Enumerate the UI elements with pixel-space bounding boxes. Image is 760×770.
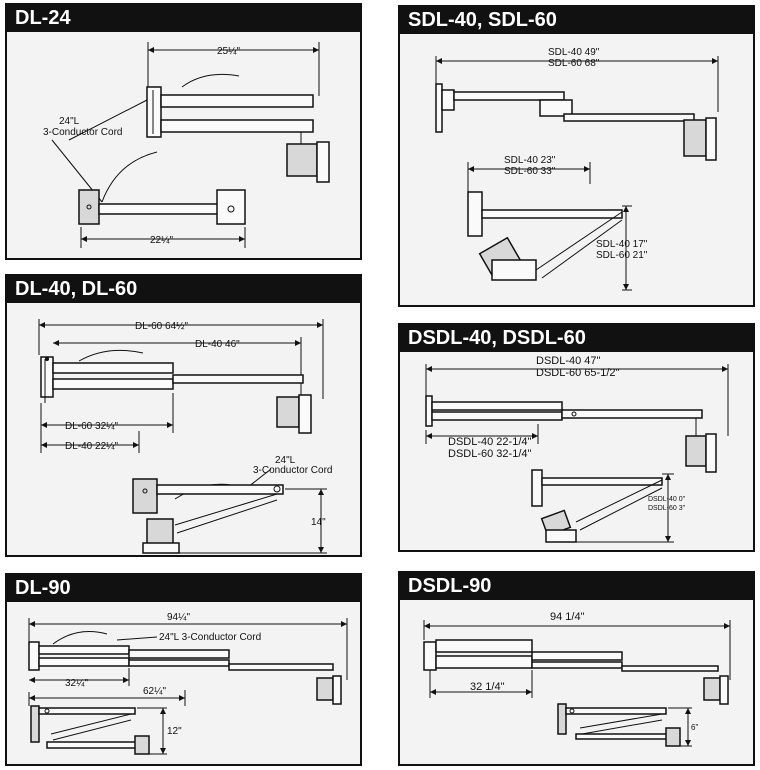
dsdl90-dim-height: 6" xyxy=(691,723,698,732)
dl90-dim-height: 12" xyxy=(167,726,182,737)
dsdl40-dim-right-2: DSDL-60 3" xyxy=(648,505,686,512)
dl90-dim-total: 94¼" xyxy=(167,611,190,623)
sdl40-dim-right-2: SDL-60 21" xyxy=(596,250,648,261)
sdl40-dim-right-1: SDL-40 17" xyxy=(596,239,648,250)
panel-title: SDL-40, SDL-60 xyxy=(400,7,753,34)
dsdl40-dim-mid-2: DSDL-60 32-1/4" xyxy=(448,448,531,460)
dl40-dim-dl60-arm: DL-60 32¼" xyxy=(65,420,118,432)
dsdl40-diagram: DSDL-40 47" DSDL-60 65-1/2" DSDL-40 22-1… xyxy=(425,355,729,543)
dsdl40-dim-mid-1: DSDL-40 22-1/4" xyxy=(448,436,531,448)
panel-title: DSDL-90 xyxy=(400,573,753,600)
dl40-dim-height: 14" xyxy=(311,517,326,528)
panel-title: DL-90 xyxy=(7,575,360,602)
dl24-cord-l1: 24"L xyxy=(59,116,80,127)
panel-dl90: DL-90 94¼" 24"L 3-Conductor Cord 32¼" 62… xyxy=(5,573,362,766)
panel-sdl40: SDL-40, SDL-60 SDL-40 49" SDL-60 68" SDL… xyxy=(398,5,755,307)
dl40-diagram: DL-60 64½" DL-40 46" DL-60 32¼" DL-40 22… xyxy=(38,319,332,554)
dsdl40-dim-top-1: DSDL-40 47" xyxy=(536,355,601,367)
dl24-dim-bottom: 22¼" xyxy=(150,234,173,246)
dl90-dim-fold: 62¼" xyxy=(143,685,166,697)
panel-title: DSDL-40, DSDL-60 xyxy=(400,325,753,352)
dsdl90-dim-arm: 32 1/4" xyxy=(470,681,505,693)
dl24-dim-top: 25¼" xyxy=(217,45,240,57)
panel-dsdl90: DSDL-90 94 1/4" 32 1/4" xyxy=(398,571,755,766)
dl40-dim-dl60: DL-60 64½" xyxy=(135,321,188,332)
dl40-dim-dl40-arm: DL-40 22¼" xyxy=(65,440,118,452)
dsdl90-diagram: 94 1/4" 32 1/4" 6" xyxy=(423,611,731,747)
panel-title: DL-40, DL-60 xyxy=(7,276,360,303)
panel-dl24: DL-24 25¼" 24"L 3-Conductor Cord xyxy=(5,3,362,260)
panel-dsdl40: DSDL-40, DSDL-60 DSDL-40 47" DSDL-60 65-… xyxy=(398,323,755,552)
dl90-cord: 24"L 3-Conductor Cord xyxy=(159,632,261,643)
panel-title: DL-24 xyxy=(7,5,360,32)
dsdl40-dim-right-1: DSDL-40 0" xyxy=(648,496,686,503)
dl90-dim-arm: 32¼" xyxy=(65,677,88,689)
dl40-dim-dl40: DL-40 46" xyxy=(195,339,240,350)
panel-dl40: DL-40, DL-60 DL-60 64½" DL-40 46" DL-60 … xyxy=(5,274,362,557)
sdl40-dim-mid-2: SDL-60 33" xyxy=(504,166,556,177)
sdl40-diagram: SDL-40 49" SDL-60 68" SDL-40 23" SDL-60 … xyxy=(435,47,719,291)
sdl40-dim-top-1: SDL-40 49" xyxy=(548,47,600,58)
dl90-diagram: 94¼" 24"L 3-Conductor Cord 32¼" 62¼" xyxy=(28,611,348,755)
sdl40-dim-mid-1: SDL-40 23" xyxy=(504,155,556,166)
sdl40-dim-top-2: SDL-60 68" xyxy=(548,58,600,69)
dsdl40-dim-top-2: DSDL-60 65-1/2" xyxy=(536,367,619,379)
dl24-diagram: 25¼" 24"L 3-Conductor Cord 22¼" xyxy=(43,42,330,248)
dsdl90-dim-total: 94 1/4" xyxy=(550,611,585,623)
dl40-cord-l2: 3-Conductor Cord xyxy=(253,465,332,476)
dl40-cord-l1: 24"L xyxy=(275,455,296,466)
